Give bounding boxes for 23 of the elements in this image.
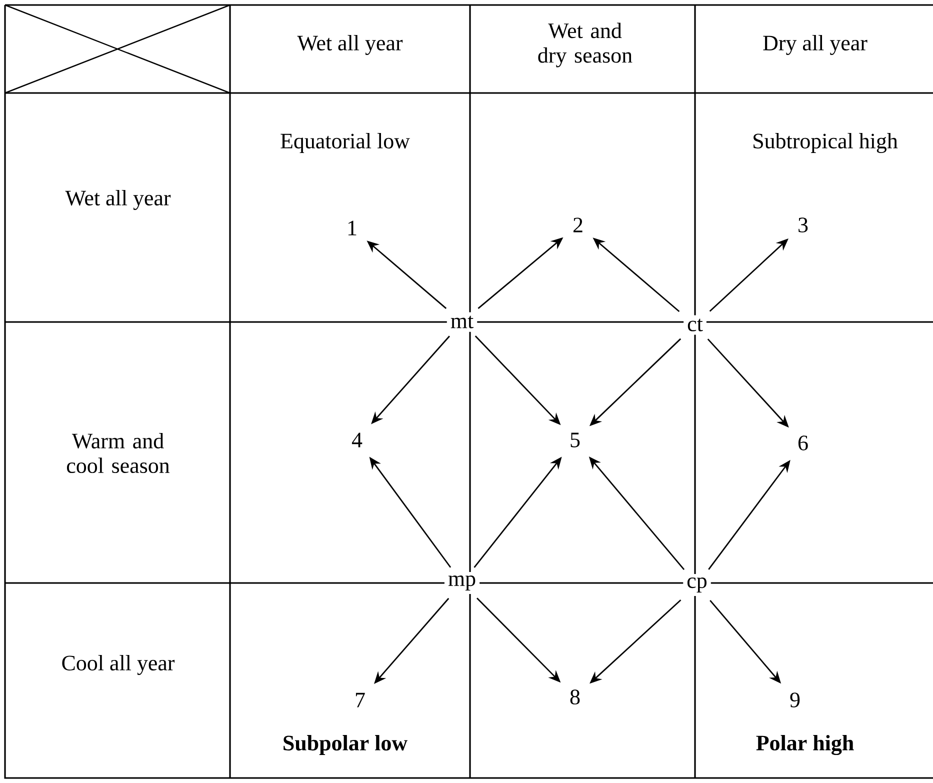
pressure-label: Equatorial low [280,133,410,153]
air-mass-label: 3 [794,214,812,236]
air-mass-label: 1 [343,217,362,239]
air-mass-label: cp [683,574,711,596]
air-mass-label: 8 [566,686,584,708]
air-mass-label: ct [684,315,706,335]
column-header: Wet and dry season [538,22,632,68]
air-mass-label: 5 [566,429,584,451]
row-header: Warm and cool season [66,432,170,474]
pressure-label: Polar high [756,734,854,756]
row-header: Cool all year [62,655,175,675]
row-header: Wet all year [65,190,171,210]
air-mass-label: 2 [569,214,588,236]
air-mass-label: 7 [351,689,370,711]
column-header: Wet all year [297,35,403,55]
pressure-label: Subpolar low [284,735,408,755]
column-header: Dry all year [763,35,868,55]
air-mass-label: mp [444,572,480,594]
air-mass-label: mt [446,312,478,332]
air-mass-label: 6 [794,432,812,454]
air-mass-label: 9 [786,689,804,711]
air-mass-label: 4 [348,429,366,451]
pressure-label: Subtropical high [754,133,898,153]
